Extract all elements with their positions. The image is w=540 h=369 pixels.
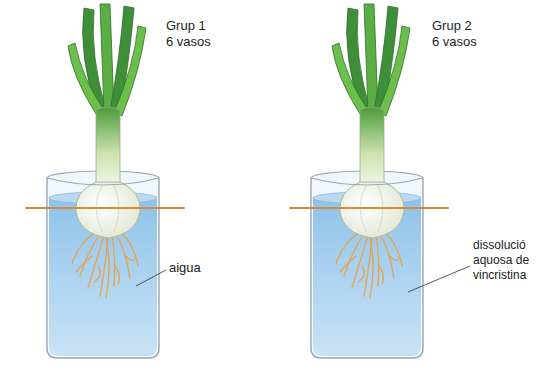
group-label: Grup 1 6 vasos: [166, 18, 216, 51]
onion-in-beaker: [26, 4, 184, 358]
onion-in-beaker: [290, 4, 448, 358]
liquid-label: dissolució aquosa de vincristina: [473, 238, 535, 283]
group-label: Grup 2 6 vasos: [432, 18, 482, 51]
leader-line: [136, 270, 166, 286]
liquid-label: aigua: [169, 260, 229, 276]
leader-line: [408, 266, 470, 292]
